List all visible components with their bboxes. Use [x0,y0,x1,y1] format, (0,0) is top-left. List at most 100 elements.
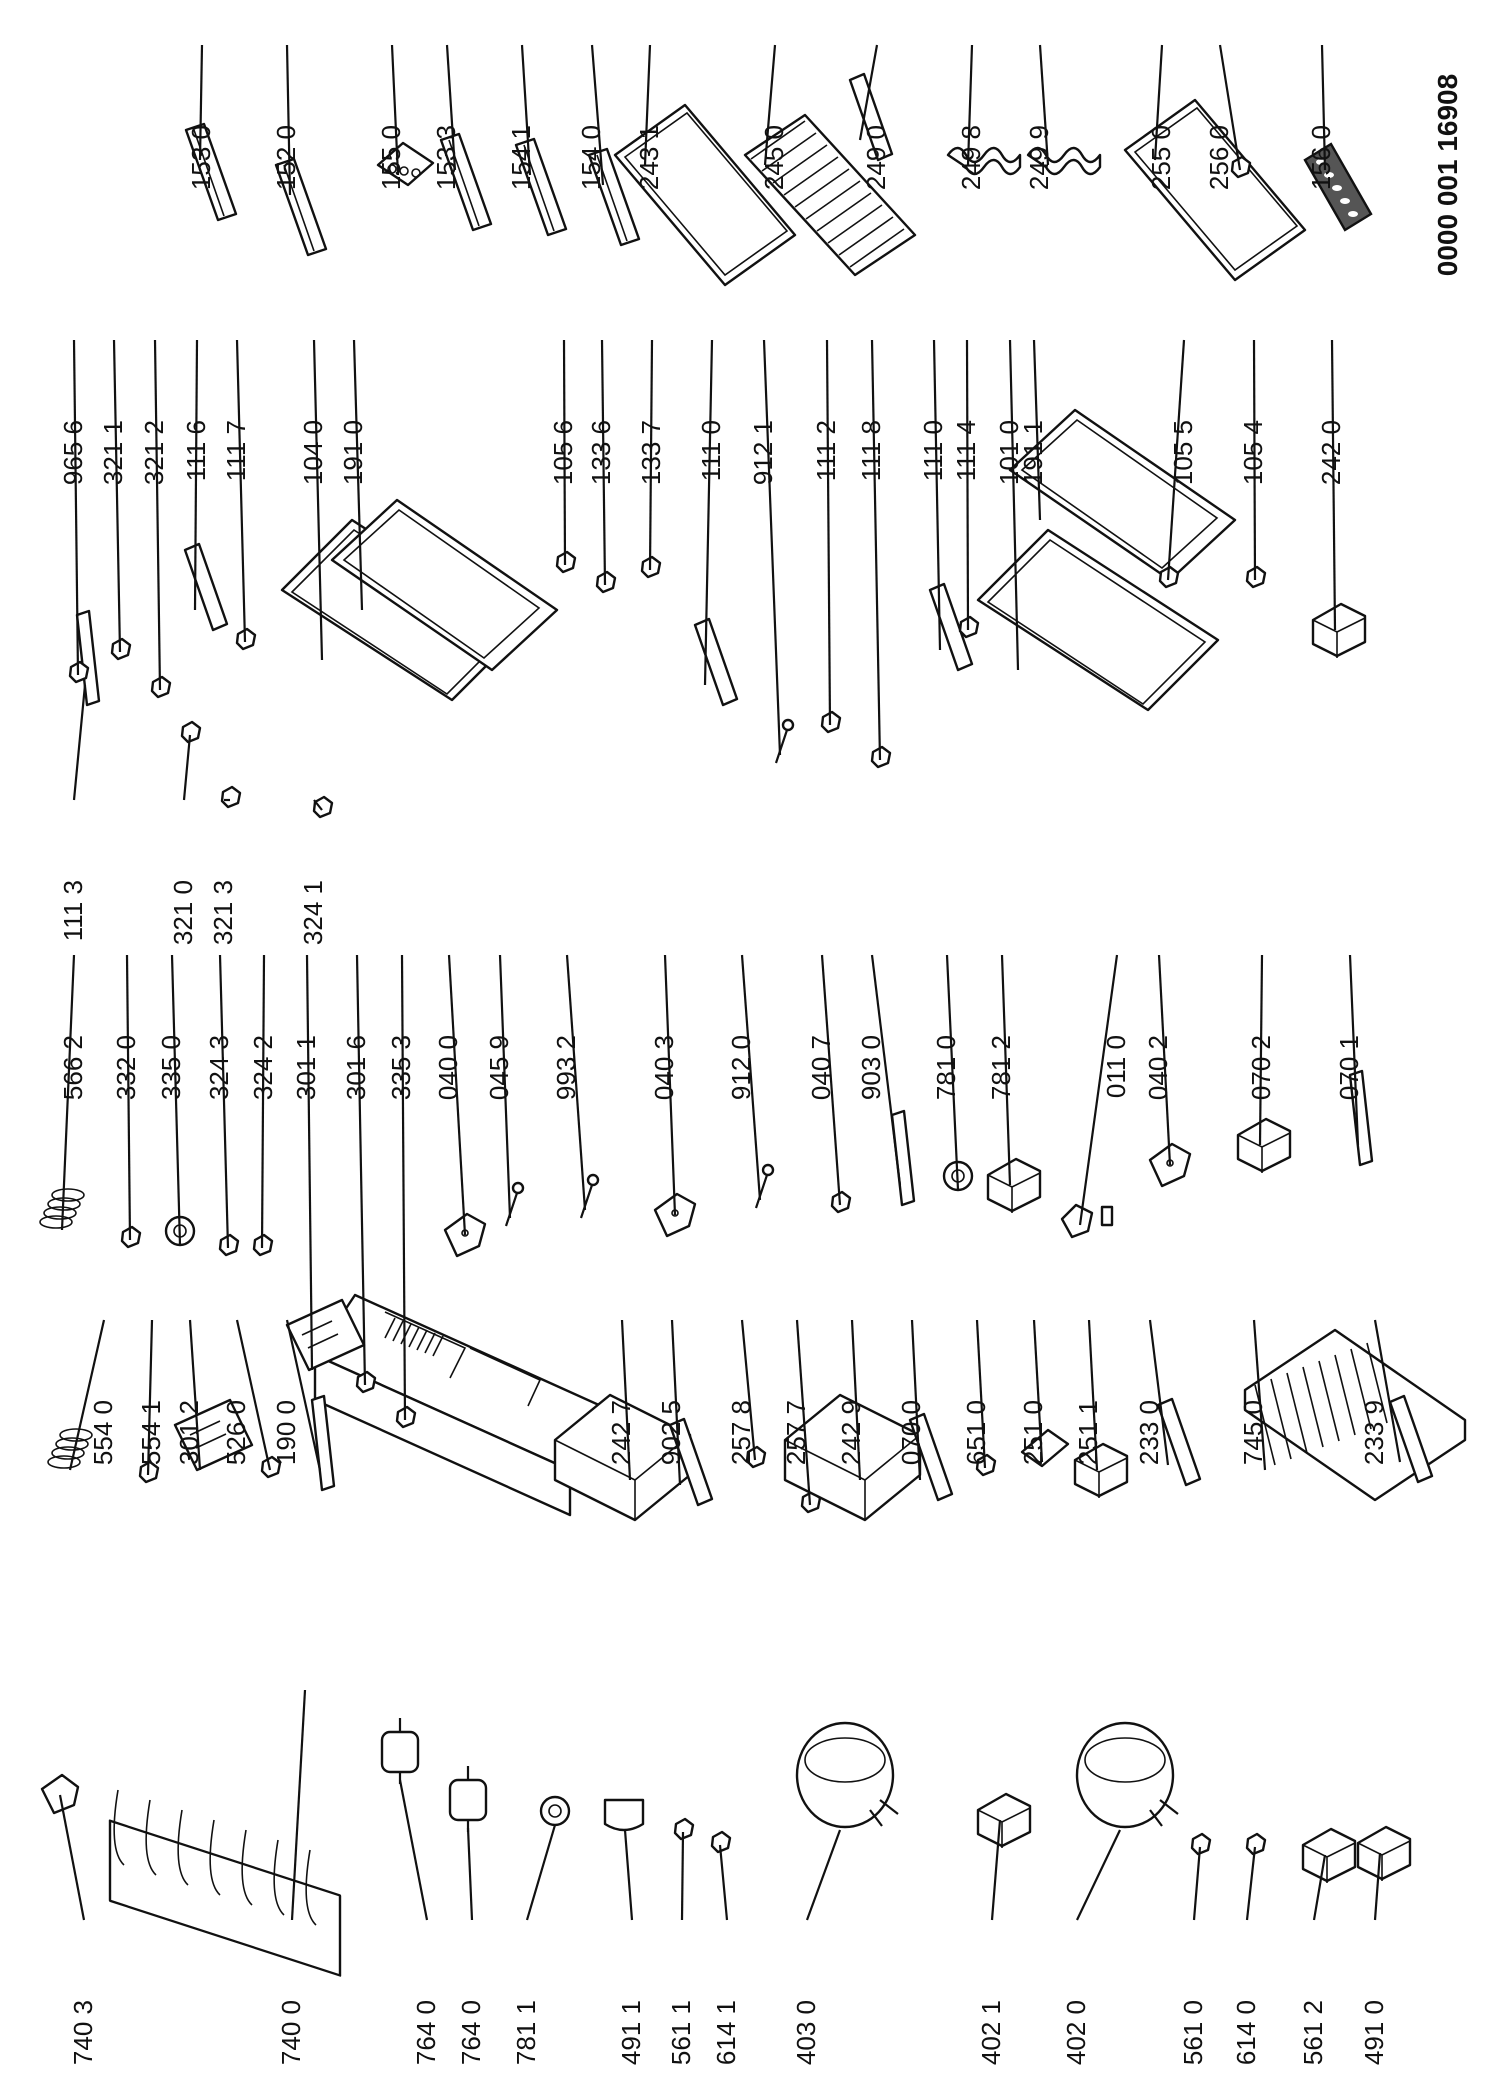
part-label-903-0: 903 0 [856,1035,886,1100]
part-label-249-8: 249 8 [956,125,986,190]
part-156-0 [1303,142,1373,232]
leader-line-070-2 [1258,954,1264,1146]
part-111-3 [75,609,101,707]
leader-line-257-8 [740,1319,757,1461]
part-label-324-1: 324 1 [298,880,328,945]
part-label-191-0: 191 0 [338,420,368,485]
leader-line-301-2 [188,1319,202,1471]
part-label-764-0: 764 0 [411,2000,441,2065]
leader-line-040-7 [820,954,842,1206]
part-label-011-0: 011 0 [1101,1035,1131,1098]
part-554-0 [47,1428,93,1469]
part-526-0 [260,1455,282,1479]
part-label-104-0: 104 0 [298,420,328,485]
part-label-781-0: 781 0 [931,1035,961,1100]
part-label-040-3: 040 3 [649,1035,679,1100]
leader-line-335-0 [170,954,182,1246]
part-233-9 [1388,1394,1434,1484]
leader-line-324-2 [260,954,266,1249]
leader-line-561-2 [1312,1854,1327,1921]
leader-line-740-0 [290,1689,307,1921]
part-249-0 [848,72,894,162]
part-label-040-2: 040 2 [1143,1035,1173,1100]
leader-line-111-0 [703,339,714,686]
part-label-070-2: 070 2 [1246,1035,1276,1100]
part-190-0 [310,1394,336,1492]
leader-line-781-0 [945,954,960,1191]
part-label-133-6: 133 6 [586,420,616,485]
part-label-561-2: 561 2 [1298,2000,1328,2065]
leader-line-561-1 [680,1831,685,1921]
leader-line-321-1 [112,339,122,653]
leader-line-111-4 [965,339,970,631]
leader-line-249-8 [966,44,974,166]
part-256-0 [1230,155,1252,179]
part-label-111-0: 111 0 [696,420,726,481]
part-label-554-1: 554 1 [136,1400,166,1465]
part-label-111-2: 111 2 [811,420,841,481]
leader-line-402-1 [990,1819,1002,1921]
leader-line-101-0 [1008,339,1020,671]
part-191-1 [1008,408,1237,582]
leader-line-156-0 [1320,44,1327,171]
part-561-1 [673,1817,695,1841]
part-561-0 [1190,1832,1212,1856]
leader-line-321-0 [182,734,192,801]
part-781-2 [986,1157,1042,1213]
part-label-301-1: 301 1 [291,1035,321,1100]
part-155-0 [376,141,435,187]
leader-line-153-0 [198,44,204,161]
part-label-554-0: 554 0 [88,1400,118,1465]
part-781-1 [539,1795,571,1827]
leader-line-040-3 [663,954,677,1216]
part-403-0 [795,1721,899,1829]
leader-line-566-2 [60,954,76,1231]
leader-line-255-0 [1153,44,1164,161]
part-label-152-0: 152 0 [271,125,301,190]
part-label-105-4: 105 4 [1238,420,1268,485]
leader-line-040-0 [447,954,467,1236]
part-label-335-0: 335 0 [156,1035,186,1100]
leader-line-233-0 [1148,1319,1170,1466]
part-label-233-9: 233 9 [1359,1400,1389,1465]
part-321-0 [180,720,202,744]
part-040-7 [830,1190,852,1214]
leader-line-249-9 [1038,44,1050,166]
part-255-0 [1123,98,1307,282]
leader-line-332-0 [125,954,132,1241]
part-045-9 [504,1181,525,1227]
leader-line-554-0 [68,1319,106,1471]
part-321-3 [220,785,242,809]
part-label-561-0: 561 0 [1178,2000,1208,2065]
part-912-1 [774,718,795,764]
part-111-0 [693,617,739,707]
part-label-912-1: 912 1 [748,420,778,485]
leader-line-105-6 [562,339,567,566]
leader-line-491-1 [623,1829,634,1921]
part-label-251-0: 251 0 [1018,1400,1048,1465]
part-651-0 [975,1453,997,1477]
leader-line-301-1 [305,954,314,1371]
part-label-111-7: 111 7 [221,420,251,481]
leader-line-321-2 [153,339,162,691]
part-label-912-0: 912 0 [726,1035,756,1100]
part-011-0 [1060,1203,1114,1239]
leader-line-614-1 [718,1844,729,1921]
part-191-0 [330,498,559,672]
part-label-101-0: 101 0 [994,420,1024,485]
part-label-781-1: 781 1 [511,2000,541,2065]
leader-line-491-0 [1373,1852,1382,1921]
document-number: 0000 001 16908 [1432,74,1463,276]
part-label-257-7: 257 7 [781,1400,811,1465]
leader-line-242-9 [850,1319,862,1481]
leader-line-912-1 [762,339,782,756]
leader-line-251-1 [1087,1319,1099,1471]
part-label-156-0: 156 0 [1306,125,1336,190]
leader-line-614-0 [1245,1846,1257,1921]
leader-line-191-1 [1032,339,1042,521]
part-label-321-0: 321 0 [168,880,198,945]
leader-line-070-0 [910,1319,922,1481]
part-label-242-0: 242 0 [1316,420,1346,485]
leader-line-070-1 [1348,954,1360,1146]
